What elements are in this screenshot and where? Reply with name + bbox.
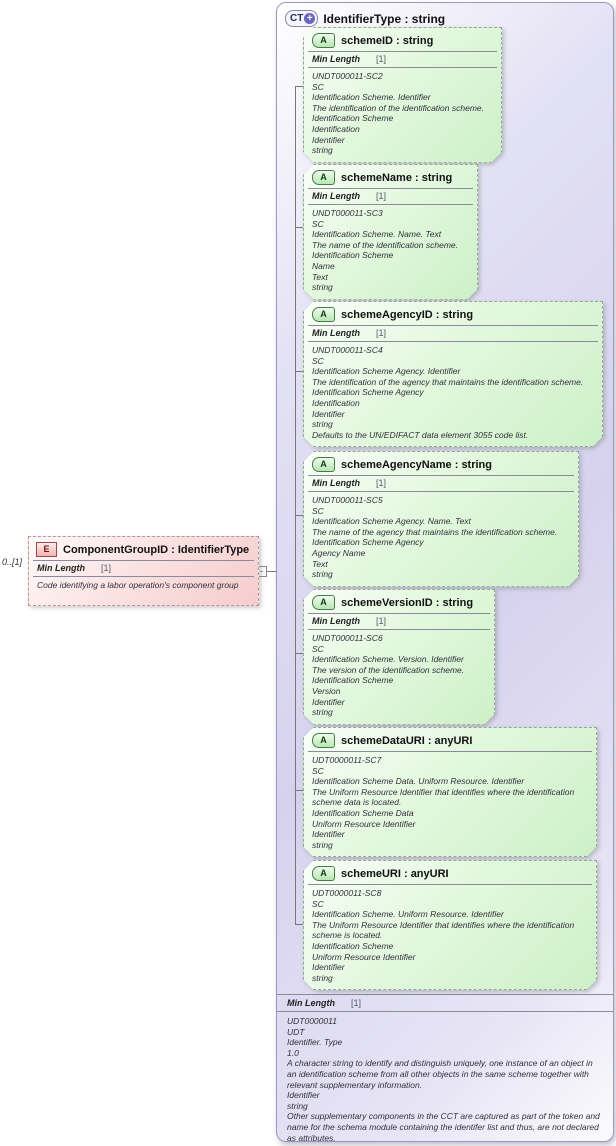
attribute-title: schemeID : string — [341, 34, 434, 47]
facet-name: Min Length — [312, 191, 360, 201]
divider — [308, 491, 574, 492]
facet-value: [1] — [376, 478, 387, 488]
facet-min-length: Min Length [1] — [304, 189, 477, 204]
facet-value: [1] — [376, 54, 387, 64]
attribute-icon: A — [312, 170, 335, 185]
annotation-text: UDT0000011-SC7 SC Identification Scheme … — [312, 755, 575, 850]
facet-value: [1] — [376, 616, 387, 626]
facet-name: Min Length — [312, 478, 360, 488]
complextype-details: Min Length [1] UDT0000011 UDT Identifier… — [277, 994, 613, 1146]
facet-name: Min Length — [312, 616, 360, 626]
element-box-componentgroupid[interactable]: E ComponentGroupID : IdentifierType Min … — [28, 536, 259, 606]
facet-value: [1] — [101, 563, 112, 573]
annotation-text: UNDT000011-SC5 SC Identification Scheme … — [312, 495, 558, 580]
divider — [33, 576, 254, 577]
complextype-title: IdentifierType : string — [323, 11, 446, 26]
connector-stub — [295, 227, 304, 228]
attribute-box-schemeDataURI[interactable]: A schemeDataURI : anyURI UDT0000011-SC7 … — [303, 727, 597, 857]
attribute-icon: A — [312, 866, 335, 881]
connector-stub — [295, 515, 304, 516]
attribute-header: A schemeURI : anyURI — [304, 861, 596, 884]
divider — [308, 613, 490, 614]
connector-stub — [295, 86, 304, 87]
attribute-header: A schemeVersionID : string — [304, 590, 494, 613]
divider — [308, 884, 592, 885]
facet-min-length: Min Length [1] — [29, 561, 258, 576]
element-header: E ComponentGroupID : IdentifierType — [29, 537, 258, 560]
attribute-icon: A — [312, 733, 335, 748]
divider — [308, 67, 497, 68]
attribute-icon: A — [312, 595, 335, 610]
facet-name: Min Length — [312, 54, 360, 64]
connector-line — [253, 571, 296, 572]
attribute-box-schemeAgencyName[interactable]: A schemeAgencyName : string Min Length [… — [303, 451, 579, 587]
attribute-title: schemeAgencyID : string — [341, 308, 474, 321]
divider — [308, 51, 497, 52]
attribute-icon: A — [312, 307, 335, 322]
complextype-icon: CT+ — [285, 10, 319, 27]
attribute-icon: A — [312, 457, 335, 472]
facet-min-length: Min Length [1] — [304, 326, 602, 341]
divider — [308, 188, 473, 189]
element-icon: E — [36, 542, 57, 557]
complextype-header: CT+ IdentifierType : string — [285, 10, 445, 27]
attribute-header: A schemeID : string — [304, 28, 501, 51]
attribute-box-schemeURI[interactable]: A schemeURI : anyURI UDT0000011-SC8 SC I… — [303, 860, 597, 990]
annotation-text: UDT0000011 UDT Identifier. Type 1.0 A ch… — [287, 1016, 600, 1143]
divider — [308, 325, 598, 326]
annotation-text: Code identifying a labor operation's com… — [37, 580, 239, 590]
annotation-text: UNDT000011-SC4 SC Identification Scheme … — [312, 345, 584, 440]
divider — [308, 751, 592, 752]
divider — [308, 475, 574, 476]
facet-name: Min Length — [312, 328, 360, 338]
complextype-icon-label: CT — [290, 13, 304, 24]
divider — [33, 560, 254, 561]
attribute-title: schemeDataURI : anyURI — [341, 734, 473, 747]
facet-min-length: Min Length [1] — [277, 995, 613, 1011]
annotation-text: UNDT000011-SC3 SC Identification Scheme.… — [312, 208, 458, 293]
facet-value: [1] — [376, 191, 387, 201]
annotation-text: UNDT000011-SC2 SC Identification Scheme.… — [312, 71, 484, 156]
divider — [308, 341, 598, 342]
facet-value: [1] — [351, 998, 362, 1008]
attribute-title: schemeAgencyName : string — [341, 458, 492, 471]
attribute-box-schemeAgencyID[interactable]: A schemeAgencyID : string Min Length [1]… — [303, 301, 603, 447]
plus-icon: + — [304, 13, 316, 24]
divider — [308, 629, 490, 630]
attribute-title: schemeURI : anyURI — [341, 867, 449, 880]
connector-stub — [295, 371, 304, 372]
attribute-title: schemeName : string — [341, 171, 453, 184]
annotation-text: UNDT000011-SC6 SC Identification Scheme.… — [312, 633, 465, 718]
divider — [308, 204, 473, 205]
connector-stub — [295, 924, 304, 925]
attribute-header: A schemeName : string — [304, 165, 477, 188]
facet-name: Min Length — [37, 563, 85, 573]
attribute-icon: A — [312, 33, 335, 48]
facet-name: Min Length — [287, 998, 335, 1008]
attribute-title: schemeVersionID : string — [341, 596, 474, 609]
attribute-header: A schemeAgencyID : string — [304, 302, 602, 325]
attribute-box-schemeVersionID[interactable]: A schemeVersionID : string Min Length [1… — [303, 589, 495, 725]
divider — [277, 994, 613, 995]
element-title: ComponentGroupID : IdentifierType — [63, 543, 250, 556]
connector-stub — [295, 790, 304, 791]
facet-min-length: Min Length [1] — [304, 614, 494, 629]
attribute-header: A schemeAgencyName : string — [304, 452, 578, 475]
divider — [277, 1011, 613, 1012]
attribute-spine — [295, 86, 296, 925]
attribute-box-schemeID[interactable]: A schemeID : string Min Length [1] UNDT0… — [303, 27, 502, 163]
attribute-header: A schemeDataURI : anyURI — [304, 728, 596, 751]
cardinality-label: 0..[1] — [2, 557, 23, 567]
facet-value: [1] — [376, 328, 387, 338]
annotation-text: UDT0000011-SC8 SC Identification Scheme.… — [312, 888, 575, 983]
facet-min-length: Min Length [1] — [304, 52, 501, 67]
connector-stub — [295, 653, 304, 654]
attribute-box-schemeName[interactable]: A schemeName : string Min Length [1] UND… — [303, 164, 478, 300]
facet-min-length: Min Length [1] — [304, 476, 578, 491]
